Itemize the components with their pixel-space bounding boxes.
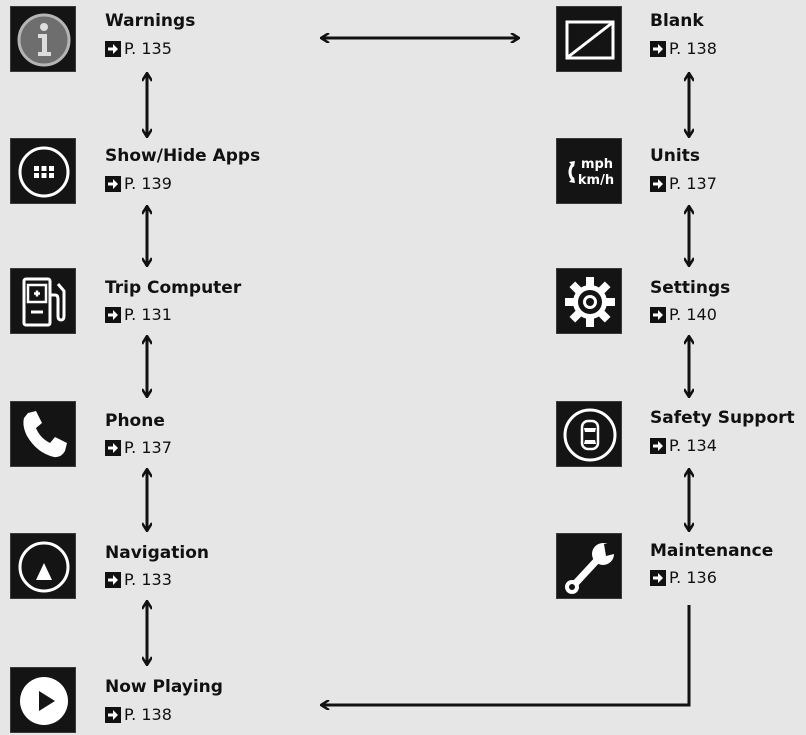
page-ref-arrow-icon [650, 570, 666, 586]
arrow-maintenance-nowplaying [322, 605, 691, 705]
navigation-label: Navigation [105, 543, 209, 563]
play-icon [10, 667, 76, 733]
page-ref-arrow-icon [105, 572, 121, 588]
units-mph-text: mph [581, 157, 613, 172]
page-ref-arrow-icon [105, 307, 121, 323]
page-ref-arrow-icon [650, 438, 666, 454]
show-hide-apps-label: Show/Hide Apps [105, 146, 261, 166]
info-icon [10, 6, 76, 72]
phone-label: Phone [105, 411, 165, 431]
settings-page-ref[interactable]: P. 140 [650, 305, 717, 325]
now-playing-page-ref[interactable]: P. 138 [105, 705, 172, 725]
wrench-icon [556, 533, 622, 599]
fuel-pump-icon [10, 268, 76, 334]
page-ref-arrow-icon [105, 41, 121, 57]
page-ref-arrow-icon [105, 707, 121, 723]
blank-label: Blank [650, 11, 704, 31]
warnings-page-ref[interactable]: P. 135 [105, 39, 172, 59]
show-hide-apps-page-ref[interactable]: P. 139 [105, 174, 172, 194]
units-label: Units [650, 146, 700, 166]
compass-icon [10, 533, 76, 599]
units-page-ref[interactable]: P. 137 [650, 174, 717, 194]
units-toggle-icon: mph km/h [556, 138, 622, 204]
page-ref-arrow-icon [105, 440, 121, 456]
page-ref-arrow-icon [650, 307, 666, 323]
safety-support-label: Safety Support [650, 408, 795, 428]
page-ref-arrow-icon [105, 176, 121, 192]
units-kmh-text: km/h [578, 173, 614, 188]
trip-computer-page-ref[interactable]: P. 131 [105, 305, 172, 325]
phone-icon [10, 401, 76, 467]
settings-label: Settings [650, 278, 731, 298]
gear-icon [556, 268, 622, 334]
maintenance-page-ref[interactable]: P. 136 [650, 568, 717, 588]
now-playing-label: Now Playing [105, 677, 223, 697]
apps-grid-icon [10, 138, 76, 204]
blank-page-ref[interactable]: P. 138 [650, 39, 717, 59]
phone-page-ref[interactable]: P. 137 [105, 438, 172, 458]
warnings-label: Warnings [105, 11, 196, 31]
page-ref-arrow-icon [650, 176, 666, 192]
navigation-page-ref[interactable]: P. 133 [105, 570, 172, 590]
car-top-view-icon [556, 401, 622, 467]
page-ref-arrow-icon [650, 41, 666, 57]
trip-computer-label: Trip Computer [105, 278, 242, 298]
maintenance-label: Maintenance [650, 541, 774, 561]
safety-support-page-ref[interactable]: P. 134 [650, 436, 717, 456]
blank-screen-icon [556, 6, 622, 72]
